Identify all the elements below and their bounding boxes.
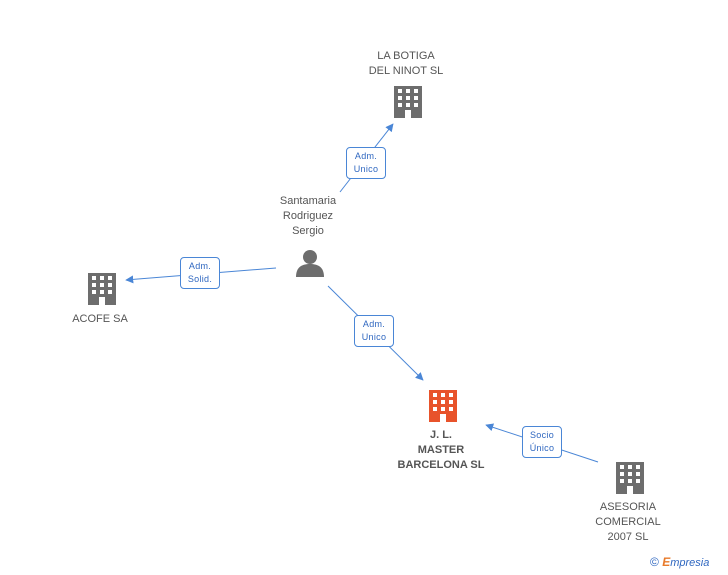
label-line: ACOFE SA	[72, 313, 128, 325]
node-label-jl-master[interactable]: J. L. MASTER BARCELONA SL	[386, 428, 496, 473]
badge-line: Solid.	[187, 274, 213, 284]
edge-badge-asesoria-to-jl: Socio Único	[522, 426, 562, 458]
brand-logo-initial: E	[662, 555, 671, 569]
brand-logo-text: mpresia	[670, 557, 710, 569]
label-line: ASESORIA	[599, 501, 657, 513]
badge-line: Unico	[361, 332, 387, 342]
label-line: LA BOTIGA	[377, 50, 435, 62]
badge-line: Único	[529, 443, 555, 453]
edge-badge-to-jl-master: Adm. Unico	[354, 315, 394, 347]
badge-line: Socio	[529, 430, 554, 440]
label-line: Sergio	[292, 225, 324, 237]
building-icon[interactable]	[88, 273, 116, 305]
badge-line: Adm.	[362, 319, 386, 329]
copyright-symbol: ©	[650, 555, 659, 569]
badge-line: Unico	[353, 164, 379, 174]
node-label-asesoria[interactable]: ASESORIA COMERCIAL 2007 SL	[580, 500, 676, 545]
person-icon[interactable]	[296, 250, 324, 277]
badge-line: Adm.	[354, 151, 378, 161]
label-line: J. L.	[429, 429, 452, 441]
building-icon[interactable]	[394, 86, 422, 118]
copyright-notice: © Empresia	[650, 555, 709, 569]
label-line: Santamaria	[279, 195, 337, 207]
node-label-acofe[interactable]: ACOFE SA	[58, 312, 142, 327]
label-line: MASTER	[417, 444, 465, 456]
building-icon-focus[interactable]	[429, 390, 457, 422]
badge-line: Adm.	[188, 261, 212, 271]
label-line: Rodriguez	[282, 210, 334, 222]
edge-badge-to-acofe: Adm. Solid.	[180, 257, 220, 289]
label-line: BARCELONA SL	[397, 459, 485, 471]
node-label-la-botiga[interactable]: LA BOTIGA DEL NINOT SL	[356, 49, 456, 79]
building-icon[interactable]	[616, 462, 644, 494]
label-line: DEL NINOT SL	[368, 65, 444, 77]
label-line: 2007 SL	[607, 531, 649, 543]
edge-badge-to-la-botiga: Adm. Unico	[346, 147, 386, 179]
node-label-santamaria[interactable]: Santamaria Rodriguez Sergio	[260, 194, 356, 239]
label-line: COMERCIAL	[595, 516, 661, 528]
